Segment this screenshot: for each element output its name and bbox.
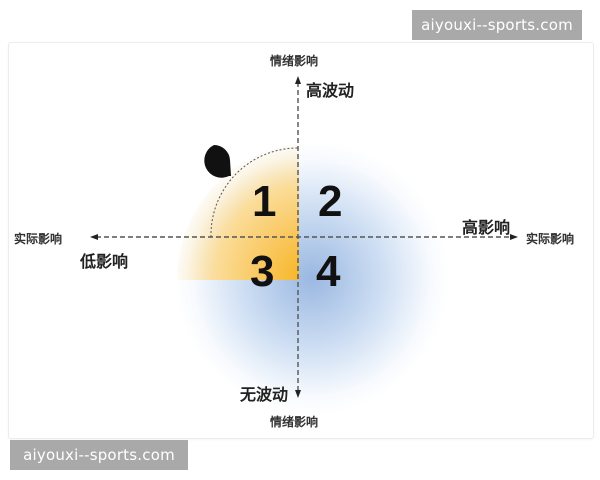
high-volatility-label: 高波动 <box>306 81 355 100</box>
watermark-top: aiyouxi--sports.com <box>412 10 582 40</box>
low-impact-label: 低影响 <box>80 252 129 271</box>
horizontal-axis-title-left: 实际影响 <box>14 232 63 246</box>
arrow-right-icon <box>510 234 518 240</box>
arrow-down-icon <box>295 390 301 398</box>
arrow-up-icon <box>295 76 301 84</box>
horizontal-axis-title-right: 实际影响 <box>526 232 575 246</box>
arrow-left-icon <box>90 234 98 240</box>
quadrant-1-number: 1 <box>252 177 277 226</box>
no-volatility-label: 无波动 <box>240 385 289 404</box>
dotted-arc <box>210 147 299 238</box>
quadrant-2-number: 2 <box>318 177 343 226</box>
vertical-axis-title-bottom: 情绪影响 <box>270 415 319 429</box>
high-impact-label: 高影响 <box>462 218 511 237</box>
quadrant-diagram-card <box>8 42 594 439</box>
orange-quadrant-highlight <box>177 143 299 280</box>
quadrant-3-number: 3 <box>250 247 275 296</box>
teardrop-marker-icon <box>204 144 231 178</box>
vertical-axis-title-top: 情绪影响 <box>270 54 319 68</box>
watermark-bottom: aiyouxi--sports.com <box>10 440 188 470</box>
quadrant-4-number: 4 <box>316 247 341 296</box>
